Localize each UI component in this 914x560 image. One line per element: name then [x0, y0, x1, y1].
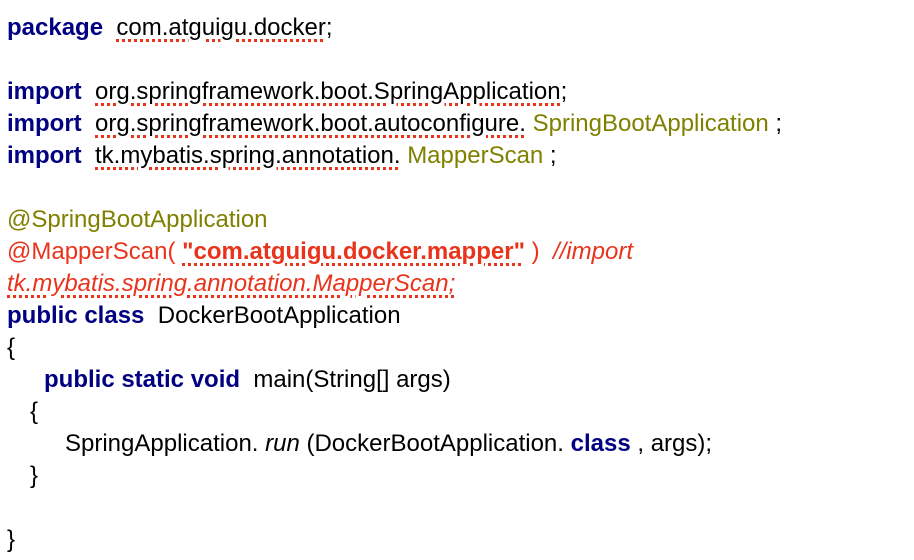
method-signature: main(String[] args): [253, 366, 451, 393]
package-name: com.atguigu.docker: [116, 14, 326, 41]
method-brace-open: {: [30, 396, 38, 428]
annotation-springboot: @SpringBootApplication: [7, 206, 268, 233]
import-class-3: MapperScan: [407, 142, 544, 169]
keyword-method: public static void: [44, 366, 241, 393]
method-body-line: SpringApplication. run (DockerBootApplic…: [65, 428, 712, 460]
comment-line: tk.mybatis.spring.annotation.MapperScan;: [7, 268, 455, 300]
comment-part-2: tk.mybatis.spring.annotation.MapperScan;: [7, 270, 456, 297]
keyword-package: package: [7, 14, 104, 41]
semicolon: ;: [325, 14, 333, 41]
import-path-2: org.springframework.boot.autoconfigure.: [95, 110, 526, 137]
package-line: package com.atguigu.docker;: [7, 12, 333, 44]
class-brace-open: {: [7, 332, 15, 364]
import-line-1: import org.springframework.boot.SpringAp…: [7, 76, 567, 108]
import-path-3: tk.mybatis.spring.annotation.: [95, 142, 401, 169]
call-rest: , args);: [637, 430, 713, 457]
brace-open: {: [7, 334, 16, 361]
import-line-3: import tk.mybatis.spring.annotation. Map…: [7, 140, 557, 172]
keyword-import: import: [7, 78, 82, 105]
call-arg: (DockerBootApplication.: [306, 430, 564, 457]
annotation-string: "com.atguigu.docker.mapper": [182, 238, 525, 265]
semicolon: ;: [560, 78, 568, 105]
brace-close: }: [30, 462, 39, 489]
annotation-close: ): [531, 238, 540, 265]
method-brace-close: }: [30, 460, 38, 492]
call-run: run: [265, 430, 300, 457]
brace-open: {: [30, 398, 39, 425]
comment-part-1: //import: [552, 238, 633, 265]
import-line-2: import org.springframework.boot.autoconf…: [7, 108, 782, 140]
method-declaration-line: public static void main(String[] args): [44, 364, 451, 396]
annotation-line-2: @MapperScan( "com.atguigu.docker.mapper"…: [7, 236, 633, 268]
annotation-mapperscan: @MapperScan(: [7, 238, 176, 265]
import-path-1: org.springframework.boot.SpringApplicati…: [95, 78, 561, 105]
call-object: SpringApplication.: [65, 430, 259, 457]
class-declaration-line: public class DockerBootApplication: [7, 300, 401, 332]
keyword-import: import: [7, 110, 82, 137]
keyword-public-class: public class: [7, 302, 145, 329]
class-brace-close: }: [7, 524, 15, 556]
keyword-import: import: [7, 142, 82, 169]
annotation-line-1: @SpringBootApplication: [7, 204, 268, 236]
keyword-class: class: [570, 430, 631, 457]
brace-close: }: [7, 526, 16, 553]
semicolon: ;: [768, 110, 783, 137]
class-name: DockerBootApplication: [157, 302, 401, 329]
semicolon: ;: [543, 142, 557, 169]
import-class-2: SpringBootApplication: [532, 110, 769, 137]
